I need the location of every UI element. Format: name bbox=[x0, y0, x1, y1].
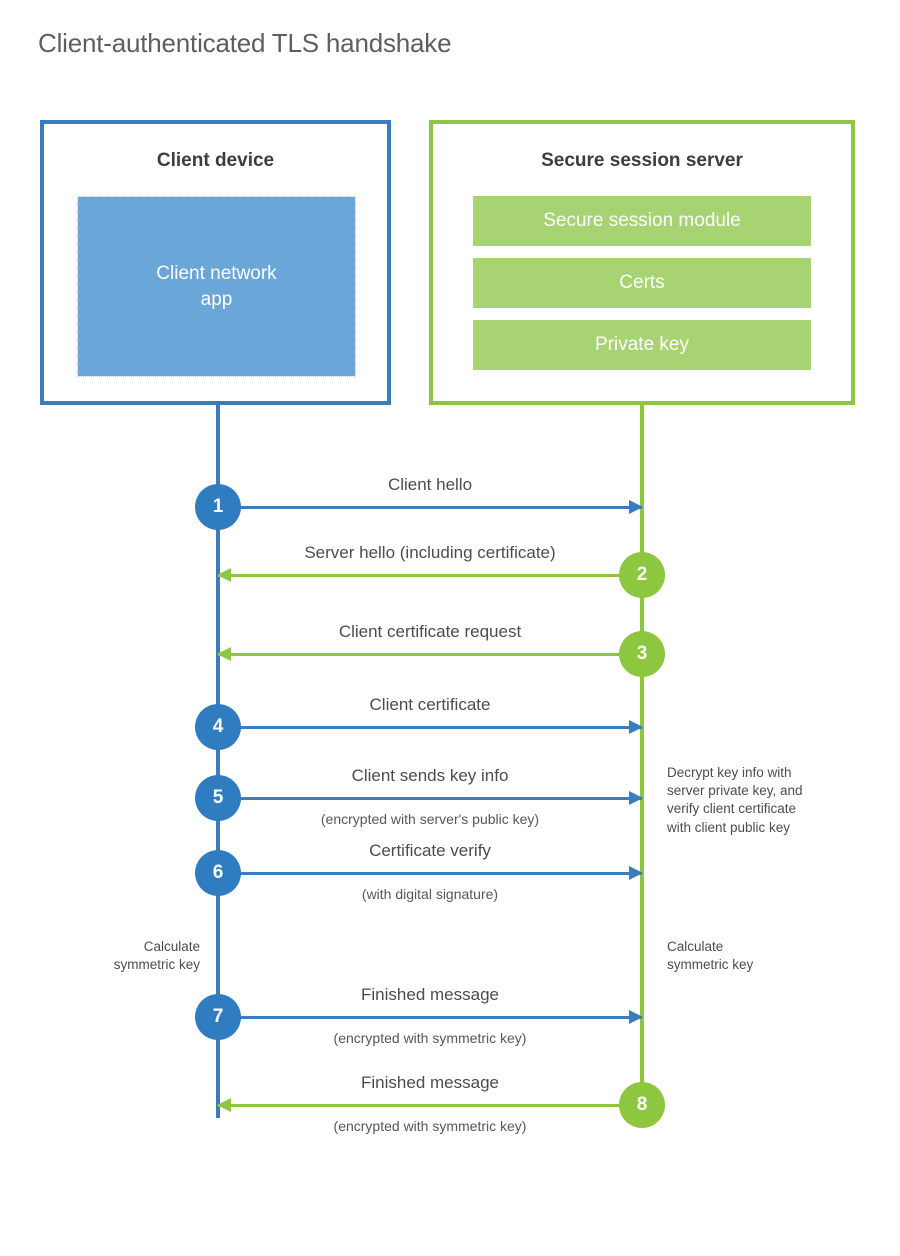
arrow-line bbox=[218, 1016, 642, 1019]
arrow-head-icon bbox=[217, 647, 231, 661]
server-component-secure-session-module: Secure session module bbox=[473, 196, 811, 246]
server-component-list: Secure session module Certs Private key bbox=[473, 196, 811, 370]
step-circle-8: 8 bbox=[619, 1082, 665, 1128]
arrow-line bbox=[218, 653, 642, 656]
message-sublabel-7: (encrypted with symmetric key) bbox=[333, 1030, 527, 1046]
arrow-line bbox=[218, 726, 642, 729]
arrow-line bbox=[218, 506, 642, 509]
arrow-line bbox=[218, 797, 642, 800]
client-network-app-block: Client network app bbox=[77, 196, 356, 377]
page-title: Client-authenticated TLS handshake bbox=[38, 28, 452, 58]
step-circle-1: 1 bbox=[195, 484, 241, 530]
message-sublabel-8: (encrypted with symmetric key) bbox=[333, 1118, 527, 1134]
arrow-head-icon bbox=[629, 791, 643, 805]
arrow-head-icon bbox=[629, 500, 643, 514]
step-circle-6: 6 bbox=[195, 850, 241, 896]
client-device-box: Client device Client network app bbox=[40, 120, 391, 405]
arrow-head-icon bbox=[629, 866, 643, 880]
arrow-line bbox=[218, 872, 642, 875]
arrow-head-icon bbox=[217, 1098, 231, 1112]
message-label-6: Certificate verify bbox=[369, 841, 491, 860]
message-label-2: Server hello (including certificate) bbox=[304, 543, 556, 562]
arrow-line bbox=[218, 574, 642, 577]
message-sublabel-6: (with digital signature) bbox=[361, 886, 499, 902]
arrow-head-icon bbox=[629, 1010, 643, 1024]
note-server-decrypt-verify: Decrypt key info with server private key… bbox=[667, 765, 803, 835]
arrow-line bbox=[218, 1104, 642, 1107]
note-client-calculate-symmetric-key: Calculate symmetric key bbox=[113, 939, 200, 973]
step-circle-7: 7 bbox=[195, 994, 241, 1040]
message-label-7: Finished message bbox=[361, 985, 499, 1004]
client-device-title: Client device bbox=[156, 150, 275, 171]
note-server-calculate-symmetric-key: Calculate symmetric key bbox=[667, 939, 754, 973]
message-sublabel-5: (encrypted with server's public key) bbox=[320, 811, 540, 827]
secure-session-server-box: Secure session server Secure session mod… bbox=[429, 120, 855, 405]
arrow-head-icon bbox=[217, 568, 231, 582]
step-circle-5: 5 bbox=[195, 775, 241, 821]
client-lifeline bbox=[216, 405, 220, 1118]
message-label-1: Client hello bbox=[387, 475, 473, 494]
step-circle-3: 3 bbox=[619, 631, 665, 677]
server-component-private-key: Private key bbox=[473, 320, 811, 370]
message-label-4: Client certificate bbox=[369, 695, 491, 714]
message-label-5: Client sends key info bbox=[351, 766, 509, 785]
arrow-head-icon bbox=[629, 720, 643, 734]
step-circle-4: 4 bbox=[195, 704, 241, 750]
secure-session-server-title: Secure session server bbox=[541, 150, 743, 171]
server-lifeline bbox=[640, 405, 644, 1107]
server-component-certs: Certs bbox=[473, 258, 811, 308]
message-label-8: Finished message bbox=[361, 1073, 499, 1092]
message-label-3: Client certificate request bbox=[338, 622, 522, 641]
step-circle-2: 2 bbox=[619, 552, 665, 598]
